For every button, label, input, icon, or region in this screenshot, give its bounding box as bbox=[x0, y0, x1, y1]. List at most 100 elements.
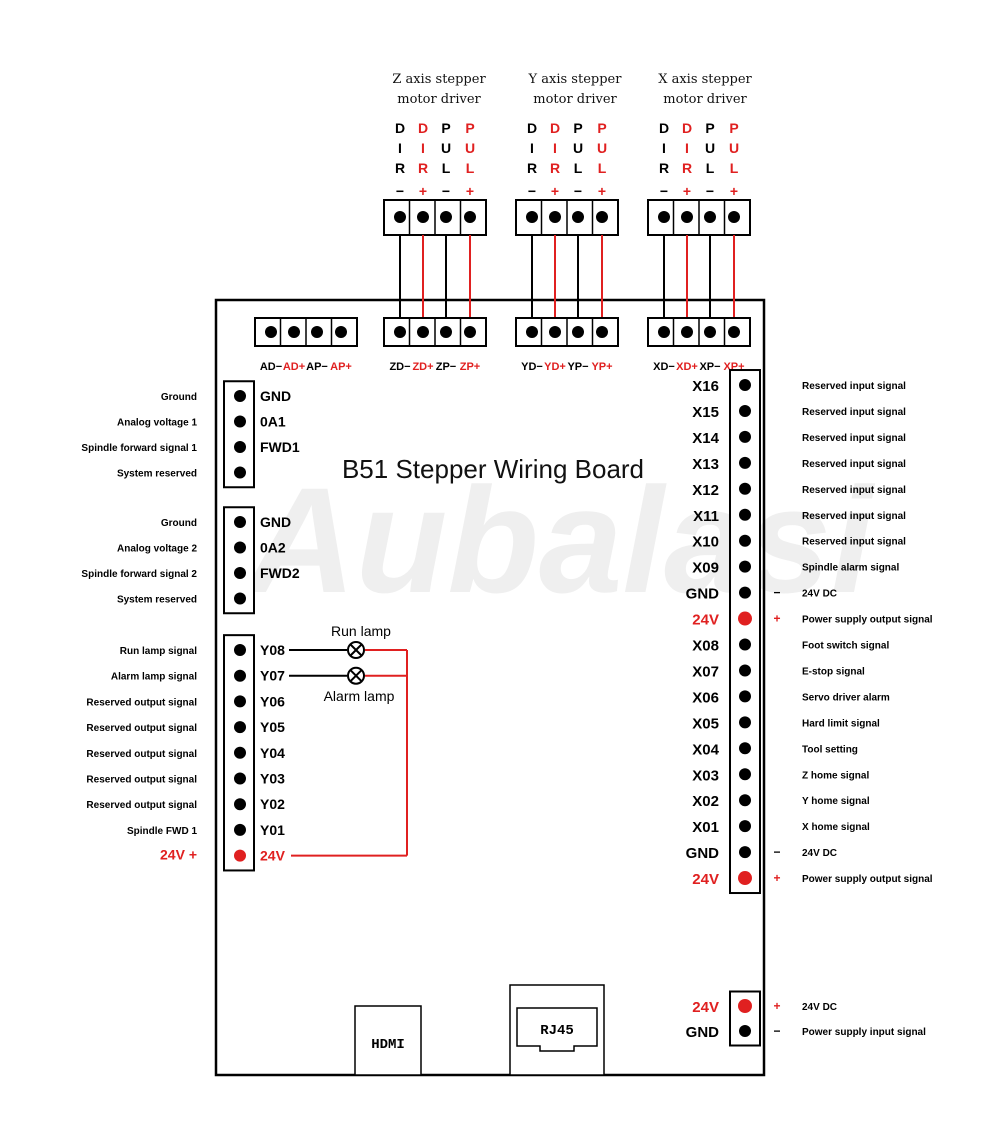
terminal-screw bbox=[234, 772, 246, 785]
watermark: Aubalasi bbox=[243, 456, 876, 624]
driver-pin-sign: + bbox=[683, 183, 691, 199]
driver-pin-letter: P bbox=[441, 120, 450, 136]
terminal-screw bbox=[234, 592, 246, 605]
terminal-label: X16 bbox=[692, 378, 719, 395]
terminal-screw bbox=[739, 534, 751, 547]
driver-pin-sign: + bbox=[466, 183, 474, 199]
terminal-screw bbox=[739, 820, 751, 833]
driver-pin-letter: U bbox=[465, 140, 475, 156]
terminal-label: X09 bbox=[692, 560, 719, 577]
right-terminal-right_group1 bbox=[729, 369, 761, 895]
terminal-screw bbox=[440, 211, 452, 223]
terminal-screw bbox=[234, 721, 246, 734]
driver-pin-letter: U bbox=[573, 140, 583, 156]
terminal-label: GND bbox=[686, 845, 720, 862]
terminal-screw bbox=[658, 211, 670, 223]
terminal-description: Reserved output signal bbox=[86, 723, 197, 734]
terminal-sign: + bbox=[773, 871, 780, 885]
terminal-screw bbox=[234, 644, 246, 656]
terminal-screw bbox=[265, 326, 277, 338]
terminal-screw bbox=[739, 404, 751, 417]
board-pin-label: ZD− bbox=[389, 361, 410, 373]
board-pin-label: XP− bbox=[699, 361, 720, 373]
terminal-screw bbox=[572, 211, 584, 223]
terminal-sign: − bbox=[773, 586, 780, 600]
driver-pin-letter: R bbox=[659, 160, 669, 176]
terminal-screw bbox=[681, 211, 693, 223]
terminal-screw bbox=[739, 794, 751, 807]
terminal-description: Servo driver alarm bbox=[802, 692, 890, 703]
driver-pin-letter: U bbox=[441, 140, 451, 156]
alarm-lamp-label: Alarm lamp bbox=[324, 688, 395, 704]
driver-pin-sign: − bbox=[706, 183, 714, 199]
terminal-screw bbox=[234, 441, 246, 453]
terminal-screw bbox=[234, 390, 246, 402]
driver-pin-letter: R bbox=[395, 160, 405, 176]
run-lamp-label: Run lamp bbox=[331, 623, 391, 639]
terminal-screw bbox=[394, 326, 406, 338]
driver-pin-letter: I bbox=[662, 140, 666, 156]
terminal-screw bbox=[234, 466, 246, 479]
terminal-description: Analog voltage 1 bbox=[117, 418, 197, 429]
terminal-description: Reserved output signal bbox=[86, 749, 197, 760]
terminal-screw bbox=[417, 211, 429, 223]
terminal-label: 24V bbox=[692, 612, 719, 629]
terminal-description: Spindle forward signal 2 bbox=[81, 569, 197, 580]
driver-pin-sign: + bbox=[551, 183, 559, 199]
terminal-label: X05 bbox=[692, 715, 719, 732]
board-pin-label: YD− bbox=[521, 361, 543, 373]
driver-pin-letter: U bbox=[705, 140, 715, 156]
terminal-description: 24V DC bbox=[802, 848, 837, 859]
driver-pin-sign: − bbox=[442, 183, 450, 199]
terminal-screw bbox=[417, 326, 429, 338]
board-pin-label: XD− bbox=[653, 361, 675, 373]
terminal-screw bbox=[394, 211, 406, 223]
driver-pin-letter: L bbox=[466, 160, 475, 176]
driver-pin-letter: R bbox=[550, 160, 560, 176]
terminal-screw bbox=[464, 326, 476, 338]
terminal-screw bbox=[738, 999, 752, 1013]
terminal-label: Y04 bbox=[260, 745, 285, 761]
terminal-label: 0A1 bbox=[260, 414, 286, 430]
terminal-screw bbox=[234, 746, 246, 759]
driver-pin-letter: P bbox=[705, 120, 714, 136]
terminal-description: Run lamp signal bbox=[120, 646, 197, 657]
board-pin-label: XD+ bbox=[676, 361, 698, 373]
rj45-socket bbox=[516, 1007, 598, 1052]
driver-pin-letter: I bbox=[685, 140, 689, 156]
driver-pin-letter: D bbox=[527, 120, 537, 136]
terminal-screw bbox=[739, 560, 751, 573]
board-pin-label: YD+ bbox=[544, 361, 566, 373]
rj45-label: RJ45 bbox=[540, 1023, 574, 1039]
terminal-description: 24V DC bbox=[802, 1002, 837, 1013]
driver-pin-letter: U bbox=[597, 140, 607, 156]
terminal-screw bbox=[739, 430, 751, 443]
terminal-label: Y07 bbox=[260, 668, 285, 684]
terminal-description: Reserved input signal bbox=[802, 381, 906, 392]
terminal-description: Reserved input signal bbox=[802, 459, 906, 470]
driver-pin-letter: P bbox=[729, 120, 738, 136]
terminal-label: Y05 bbox=[260, 719, 285, 735]
terminal-label: X14 bbox=[692, 430, 719, 447]
driver-pin-sign: + bbox=[419, 183, 427, 199]
terminal-description: Power supply input signal bbox=[802, 1027, 926, 1038]
board-pin-label: ZP− bbox=[436, 361, 456, 373]
terminal-screw bbox=[739, 586, 751, 599]
terminal-label: 24V bbox=[260, 848, 286, 864]
board-pin-label: ZD+ bbox=[412, 361, 433, 373]
board-pin-label: AD+ bbox=[283, 361, 305, 373]
terminal-screw bbox=[739, 638, 751, 651]
terminal-screw bbox=[739, 742, 751, 755]
terminal-description: Reserved input signal bbox=[802, 407, 906, 418]
terminal-screw bbox=[526, 211, 538, 223]
driver-pin-letter: I bbox=[421, 140, 425, 156]
board-pin-label: AP− bbox=[306, 361, 328, 373]
terminal-screw bbox=[572, 326, 584, 338]
driver-pin-sign: + bbox=[730, 183, 738, 199]
driver-pin-letter: P bbox=[465, 120, 474, 136]
terminal-description: 24V + bbox=[160, 847, 197, 863]
driver-pin-letter: I bbox=[530, 140, 534, 156]
terminal-description: System reserved bbox=[117, 595, 197, 606]
terminal-label: X15 bbox=[692, 404, 719, 421]
